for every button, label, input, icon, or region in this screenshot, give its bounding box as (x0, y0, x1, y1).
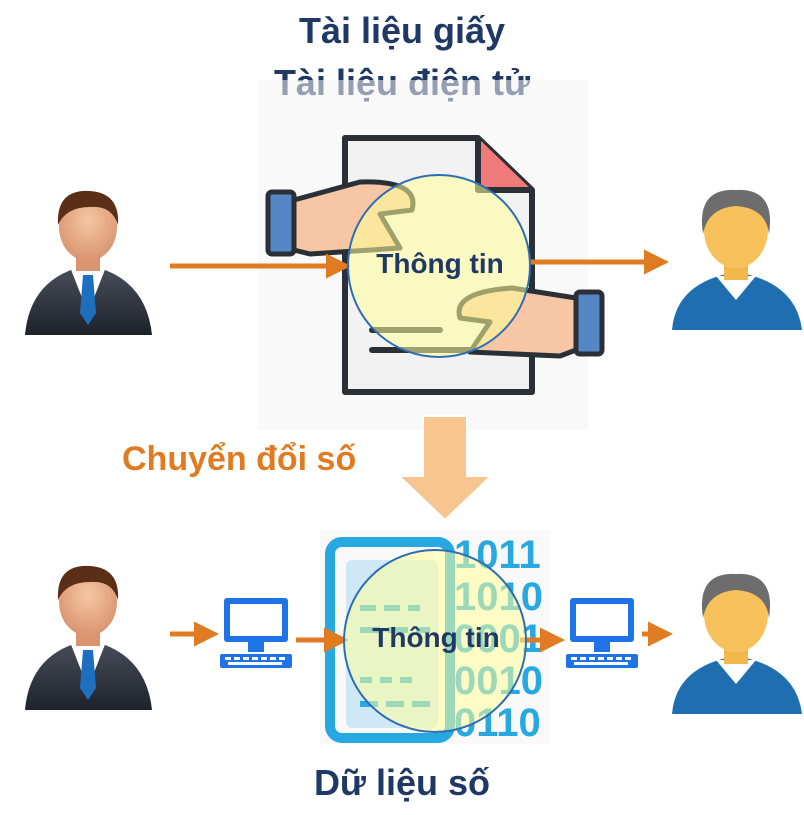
sender-businessman-icon-bottom (25, 565, 152, 710)
sender-businessman-icon (25, 190, 152, 335)
digital-transformation-label: Chuyển đổi số (122, 440, 357, 478)
computer-icon-right (566, 598, 638, 668)
info-label-top: Thông tin (376, 248, 504, 279)
info-lens-bottom (343, 549, 527, 733)
title-paper-documents: Tài liệu giấy (298, 10, 506, 51)
digital-transformation-arrow (396, 415, 494, 522)
info-lens-top (347, 174, 531, 358)
computer-icon (220, 598, 292, 668)
receiver-user-icon (672, 189, 802, 330)
receiver-user-icon-bottom (672, 573, 802, 714)
info-label-bottom: Thông tin (372, 622, 500, 653)
title-digital-data: Dữ liệu số (313, 762, 491, 803)
